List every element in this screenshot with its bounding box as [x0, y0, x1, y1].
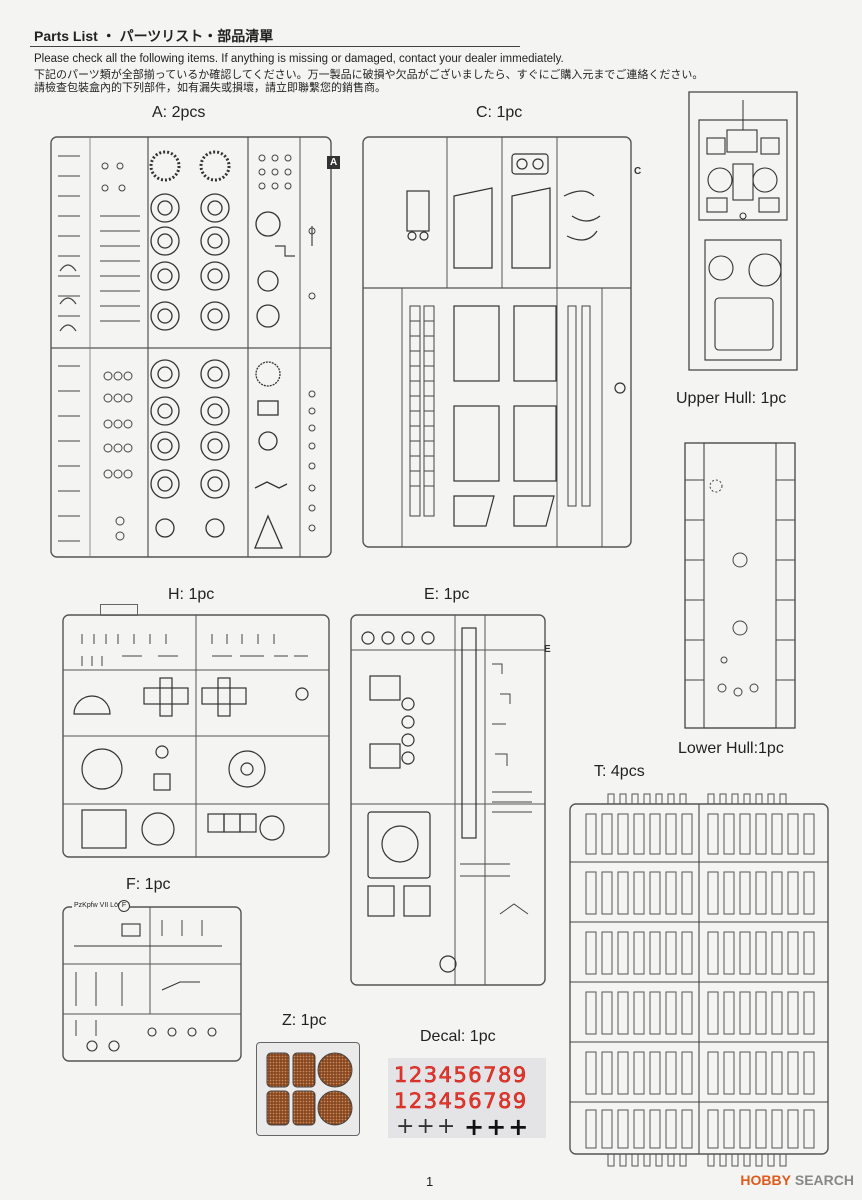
upper-hull-drawing [685, 90, 801, 382]
header-underline [30, 46, 520, 47]
label-lower-hull: Lower Hull:1pc [678, 740, 784, 757]
decal-number-row-2: 123456789 [394, 1089, 528, 1113]
parts-list-title: Parts List ・ パーツリスト・部品清單 [34, 28, 274, 44]
label-sprue-e: E: 1pc [424, 586, 470, 603]
label-sprue-c: C: 1pc [476, 104, 523, 121]
sprue-a-tag: A [327, 156, 341, 169]
sprue-t-drawing [568, 792, 830, 1180]
photo-etch-z-fret [256, 1042, 360, 1136]
instruction-japanese: 下記のパーツ類が全部揃っているか確認してください。万一製品に破損や欠品がございま… [34, 69, 704, 81]
label-sprue-f: F: 1pc [126, 876, 171, 893]
label-sprue-t: T: 4pcs [594, 763, 645, 780]
sprue-h-drawing [62, 604, 330, 858]
sprue-a-drawing: A [50, 136, 341, 558]
decal-crosses-outline: +++ [396, 1114, 458, 1139]
watermark-suffix: SEARCH [794, 1172, 854, 1188]
watermark-prefix: HOBBY [740, 1172, 791, 1188]
instruction-english: Please check all the following items. If… [34, 53, 564, 65]
sprue-c-drawing: C [362, 136, 641, 548]
sprue-f-name: PzKpfw VII Löwe [72, 902, 129, 909]
label-photo-etch-z: Z: 1pc [282, 1012, 327, 1029]
sprue-e-tag: E [544, 644, 551, 655]
decal-sheet: 123456789 123456789 +++ +++ [388, 1058, 546, 1141]
label-sprue-a: A: 2pcs [152, 104, 206, 121]
sprue-c-tag: C [634, 166, 642, 177]
instruction-chinese: 請檢查包裝盒內的下列部件，如有漏失或損壞，請立即聯繫您的銷售商。 [34, 82, 386, 94]
decal-number-row-1: 123456789 [394, 1063, 528, 1087]
label-sprue-h: H: 1pc [168, 586, 215, 603]
sprue-h-tab [100, 604, 138, 616]
sprue-e-drawing: E [350, 614, 551, 986]
watermark: HOBBY SEARCH [740, 1172, 854, 1188]
label-upper-hull: Upper Hull: 1pc [676, 390, 787, 407]
sprue-f-drawing: PzKpfw VII Löwe F [62, 900, 242, 1062]
sprue-f-tag: F [118, 900, 130, 912]
label-decal: Decal: 1pc [420, 1028, 496, 1045]
decal-crosses-solid: +++ [464, 1113, 531, 1141]
page-number: 1 [426, 1174, 434, 1189]
lower-hull-drawing [682, 440, 798, 732]
